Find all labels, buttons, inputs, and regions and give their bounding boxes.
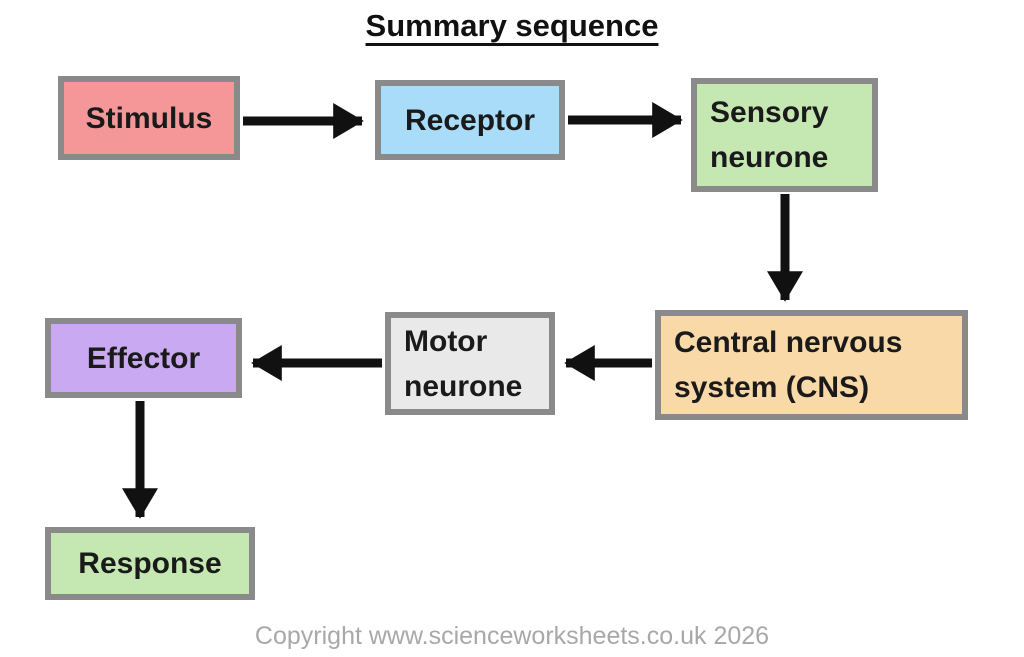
node-response: Response	[45, 527, 255, 600]
node-stimulus: Stimulus	[58, 76, 240, 160]
copyright-text: Copyright www.scienceworksheets.co.uk 20…	[254, 622, 770, 650]
node-effector: Effector	[45, 318, 242, 398]
node-central-nervous-system: Central nervous system (CNS)	[655, 310, 968, 420]
node-sensory-neurone-label: Sensory neurone	[710, 96, 829, 174]
node-effector-label: Effector	[86, 341, 201, 375]
node-response-label: Response	[78, 547, 222, 580]
node-central-nervous-system-label: Central nervous system (CNS)	[674, 326, 903, 404]
node-motor-neurone: Motor neurone	[385, 312, 555, 415]
node-receptor-label: Receptor	[404, 103, 536, 137]
node-stimulus-label: Stimulus	[85, 101, 213, 135]
diagram-title: Summary sequence	[365, 8, 659, 43]
node-motor-neurone-label: Motor neurone	[404, 324, 523, 403]
node-sensory-neurone: Sensory neurone	[691, 78, 878, 192]
node-receptor: Receptor	[375, 80, 565, 160]
